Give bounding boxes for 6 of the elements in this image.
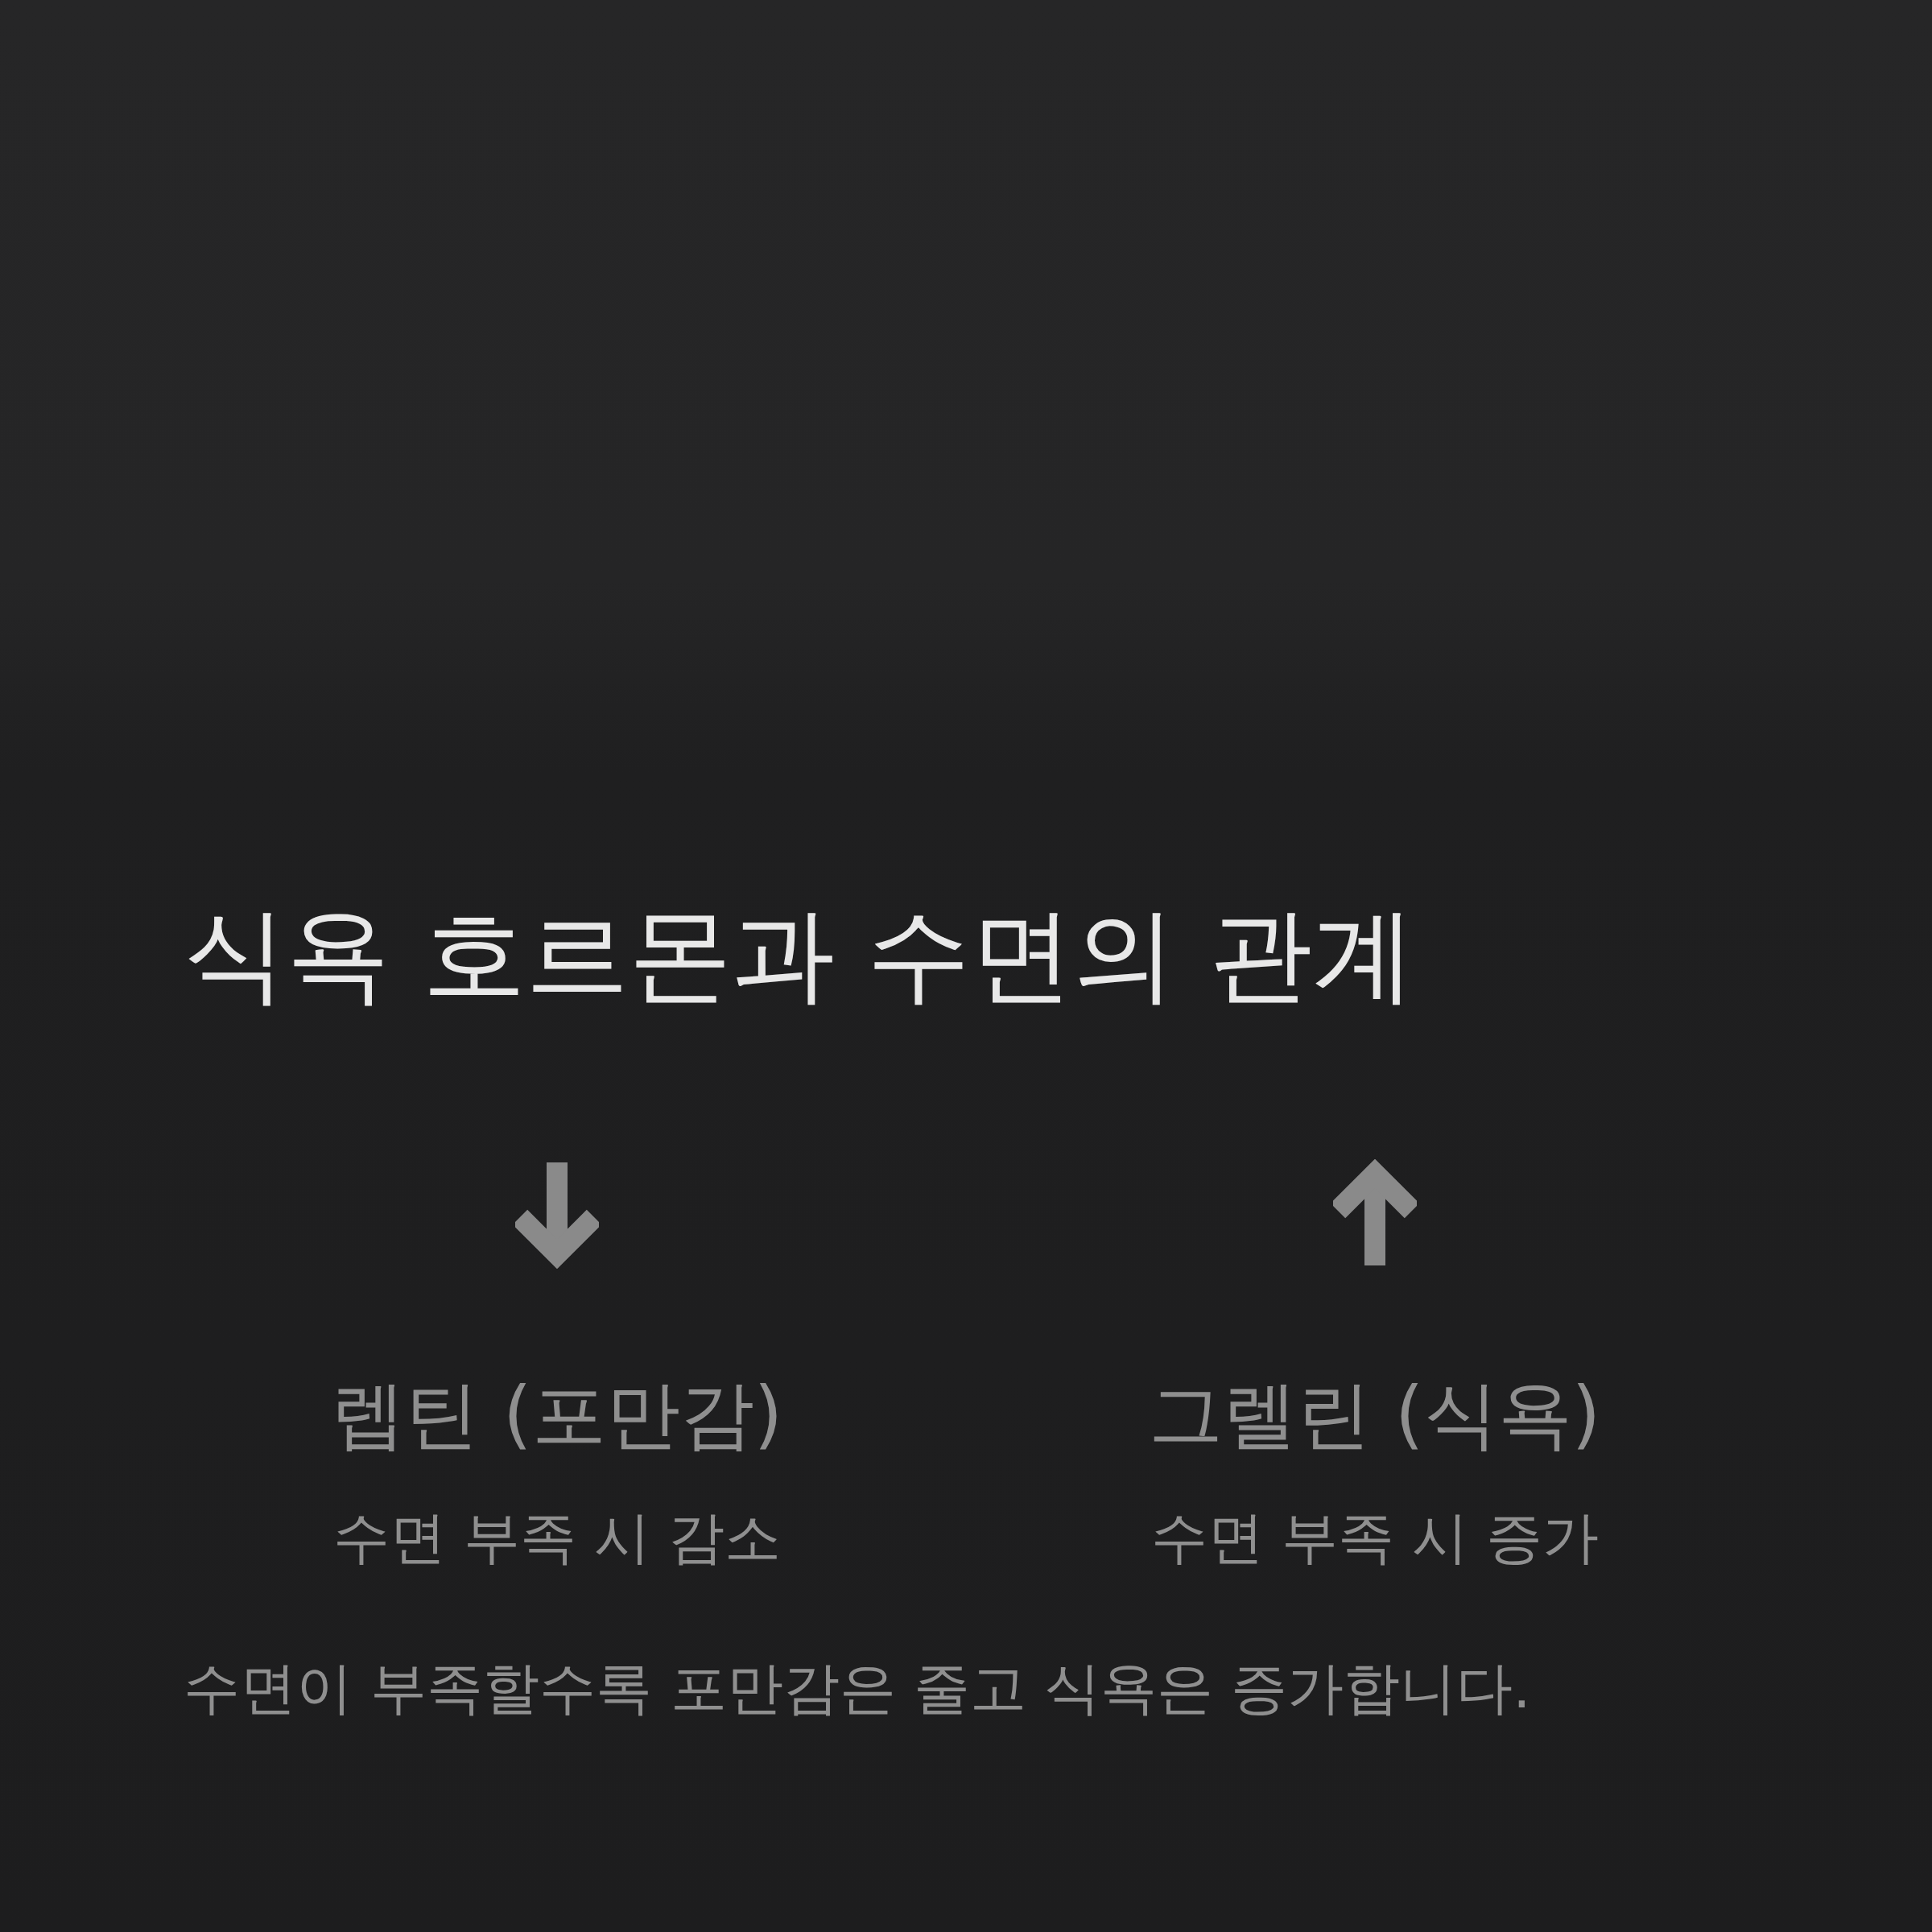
effect-label: 수면 부족 시 증가 (1150, 1509, 1600, 1566)
effect-label: 수면 부족 시 감소 (332, 1509, 782, 1566)
hormone-label: 그렐린 (식욕) (1149, 1378, 1601, 1452)
hormone-label: 렙틴 (포만감) (331, 1378, 783, 1452)
title: 식욕 호르몬과 수면의 관계 (184, 903, 1416, 1006)
summary-text: 수면이 부족할수록 포만감은 줄고 식욕은 증가합니다. (184, 1660, 1531, 1716)
